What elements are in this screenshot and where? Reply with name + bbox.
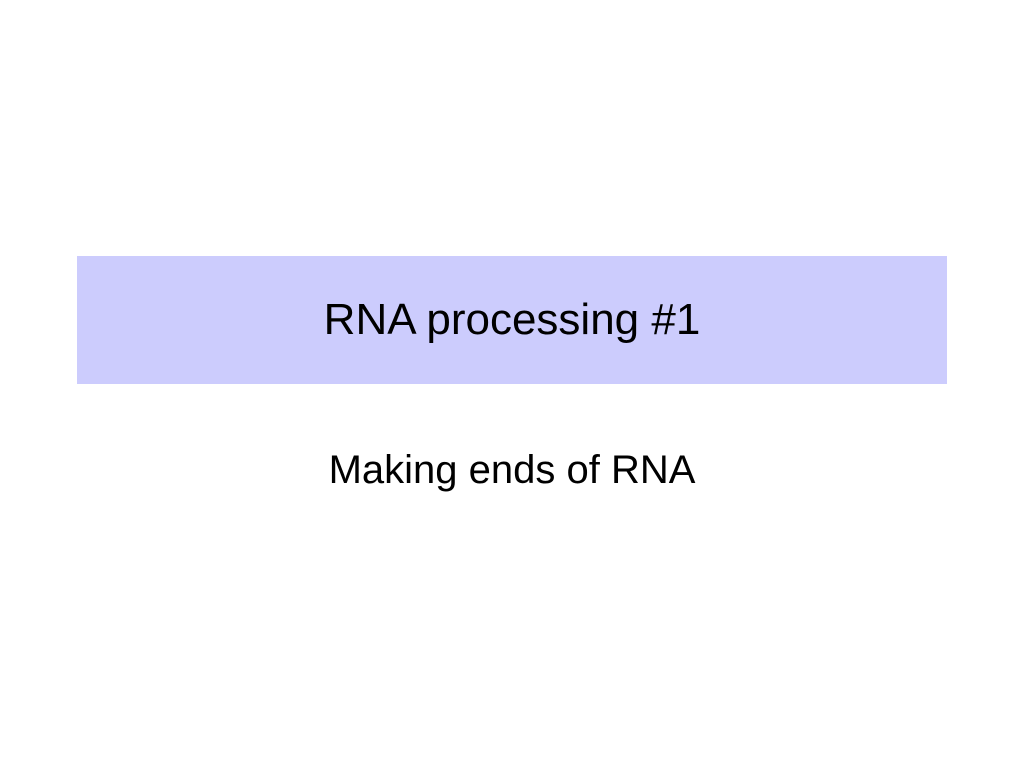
slide-title: RNA processing #1 (323, 295, 701, 344)
slide-subtitle: Making ends of RNA (328, 448, 696, 492)
title-band: RNA processing #1 (77, 256, 947, 384)
